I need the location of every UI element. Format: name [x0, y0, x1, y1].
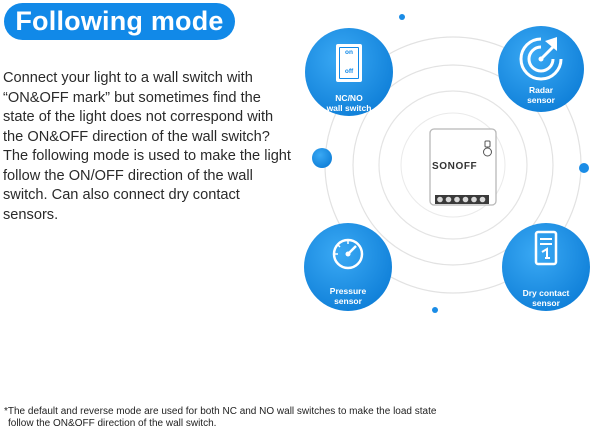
accent-dot-top [399, 14, 405, 20]
footnote-line1: *The default and reverse mode are used f… [4, 406, 437, 417]
radar-label-line2: sensor [527, 95, 555, 105]
accent-dot-bottom [432, 307, 438, 313]
switch-on-label: on [345, 49, 353, 56]
dry-contact-label-line1: Dry contact [522, 288, 570, 298]
feature-diagram: SONOFF on off NC/NO wall switch Radar se… [300, 10, 600, 330]
wall-switch-icon: on off [336, 44, 362, 82]
switch-off-label: off [344, 68, 354, 75]
wall-switch-label-line1: NC/NO [335, 93, 363, 103]
device-brand: SONOFF [432, 161, 478, 172]
mode-title: Following mode [15, 6, 224, 36]
description-text: Connect your light to a wall switch with… [3, 70, 291, 223]
pressure-gauge-icon [332, 238, 364, 270]
mode-description: Connect your light to a wall switch with… [3, 69, 293, 225]
feature-pressure-sensor: Pressure sensor [303, 222, 393, 312]
pressure-label-line1: Pressure [329, 286, 367, 296]
radar-label-line1: Radar [528, 85, 554, 95]
wall-switch-label-line2: wall switch [326, 103, 372, 113]
accent-dot-left [312, 148, 332, 168]
feature-wall-switch: on off NC/NO wall switch [304, 27, 394, 117]
feature-dry-contact-sensor: Dry contact sensor [501, 222, 591, 312]
dry-contact-label-line2: sensor [532, 298, 560, 308]
pressure-label-line2: sensor [334, 296, 362, 306]
smart-switch-device: SONOFF [428, 127, 498, 207]
footnote-line2: follow the ON&OFF direction of the wall … [8, 418, 217, 429]
mode-title-badge: Following mode [4, 3, 235, 40]
dry-contact-icon [534, 230, 558, 266]
diagram-rings [312, 14, 589, 313]
feature-radar-sensor: Radar sensor [497, 25, 585, 113]
accent-dot-right [579, 163, 589, 173]
footnote: *The default and reverse mode are used f… [4, 406, 564, 430]
